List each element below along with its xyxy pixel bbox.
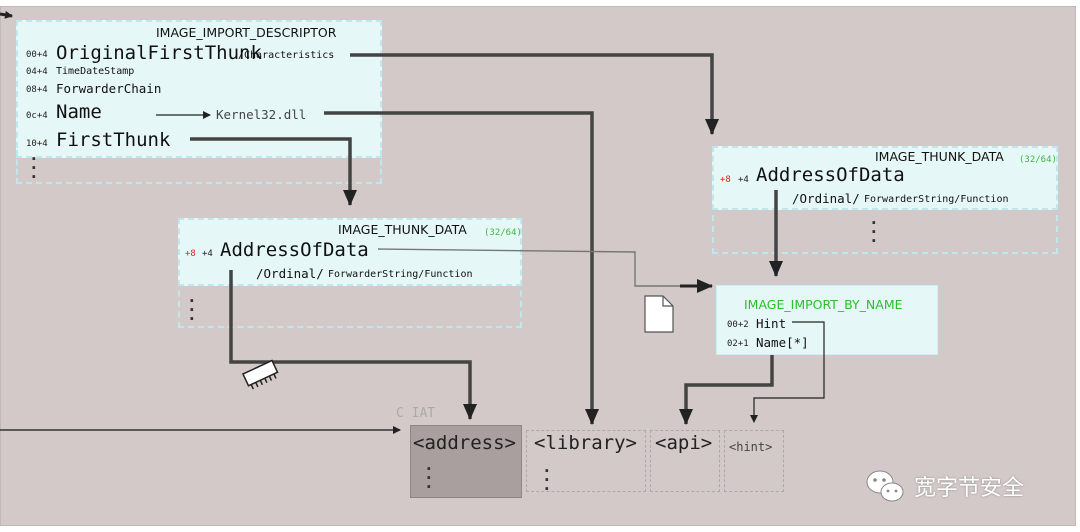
thunk-left-union-a: /Ordinal/: [256, 266, 324, 281]
first-thunk-arrow: [190, 137, 357, 206]
thunk-data-box-left: [178, 218, 522, 286]
iat-cell-address: [410, 425, 522, 498]
address-arrow: [229, 270, 477, 420]
descriptor-offset: 08+4: [26, 85, 48, 95]
wechat-icon: [866, 470, 904, 502]
import-by-name-title: IMAGE_IMPORT_BY_NAME: [744, 297, 903, 312]
entry-arrow: [0, 10, 13, 19]
continuation-dots: . . .: [424, 455, 434, 492]
descriptor-offset: 0c+4: [26, 111, 48, 121]
iat-cell-hint: [724, 430, 784, 492]
thunk-left-title: IMAGE_THUNK_DATA: [338, 222, 467, 237]
continuation-dots: . . .: [542, 457, 552, 494]
thunk-left-offset-64: +8: [185, 249, 196, 259]
continuation-dots: . . .: [29, 145, 39, 182]
descriptor-field-name: Name: [56, 101, 102, 123]
thunk-right-offset-64: +8: [720, 175, 731, 185]
thunk-left-title-sub: (32/64): [484, 228, 522, 238]
thunk-left-field: AddressOfData: [220, 239, 369, 261]
import-by-name-offset: 00+2: [727, 320, 749, 330]
thunk-right-title-sub: (32/64): [1019, 155, 1057, 165]
iat-cell-library: [526, 430, 646, 492]
iat-label: C IAT: [396, 406, 436, 421]
thunk-right-union-b: ForwarderString/Function: [864, 194, 1009, 205]
continuation-dots: . . .: [187, 287, 197, 324]
file-icon: [644, 295, 674, 333]
descriptor-offset: 04+4: [26, 67, 48, 77]
descriptor-field-name: FirstThunk: [56, 129, 171, 151]
descriptor-field-name: TimeDateStamp: [56, 66, 135, 77]
thunk-left-union-b: ForwarderString/Function: [328, 269, 473, 280]
descriptor-field-suffix: /Characteristics: [238, 50, 335, 61]
import-by-name-field: Name[*]: [756, 335, 809, 350]
descriptor-field-name: OriginalFirstThunk: [56, 42, 262, 64]
descriptor-offset: 00+4: [26, 50, 48, 60]
descriptor-title: IMAGE_IMPORT_DESCRIPTOR: [156, 25, 337, 40]
thunk-right-field: AddressOfData: [756, 164, 905, 186]
library-name-value: Kernel32.dll: [216, 107, 307, 122]
descriptor-field-name: ForwarderChain: [56, 81, 162, 96]
iat-library-label: <library>: [534, 432, 637, 454]
thunk-data-ghost-left: [178, 280, 522, 328]
watermark-text: 宽字节安全: [914, 476, 1025, 501]
thunk-right-union-a: /Ordinal/: [792, 191, 860, 206]
iat-address-label: <address>: [413, 432, 516, 454]
thunk-right-title: IMAGE_THUNK_DATA: [875, 149, 1004, 164]
continuation-dots: . . .: [869, 209, 879, 246]
iat-api-label: <api>: [655, 432, 713, 454]
thunk-to-name-line: [377, 248, 700, 287]
hint-arrow: [750, 321, 825, 423]
descriptor-offset: 10+4: [26, 139, 48, 149]
original-first-thunk-arrow: [350, 53, 719, 135]
iat-cell-api: [650, 430, 720, 492]
import-by-name-offset: 02+1: [727, 339, 749, 349]
thunk-right-offset: +4: [738, 175, 749, 185]
import-by-name-field: Hint: [756, 316, 787, 331]
import-by-name-box: [716, 285, 938, 355]
thunk-data-ghost-right: [712, 204, 1058, 254]
library-arrow: [324, 111, 599, 425]
import-descriptor-box: [16, 20, 382, 158]
chip-icon: [242, 359, 279, 390]
api-arrow: [679, 355, 774, 425]
thunk-data-box-right: [712, 146, 1058, 210]
import-descriptor-ghost: [16, 150, 382, 184]
thunk-left-offset: +4: [202, 249, 213, 259]
iat-hint-label: <hint>: [729, 440, 773, 454]
